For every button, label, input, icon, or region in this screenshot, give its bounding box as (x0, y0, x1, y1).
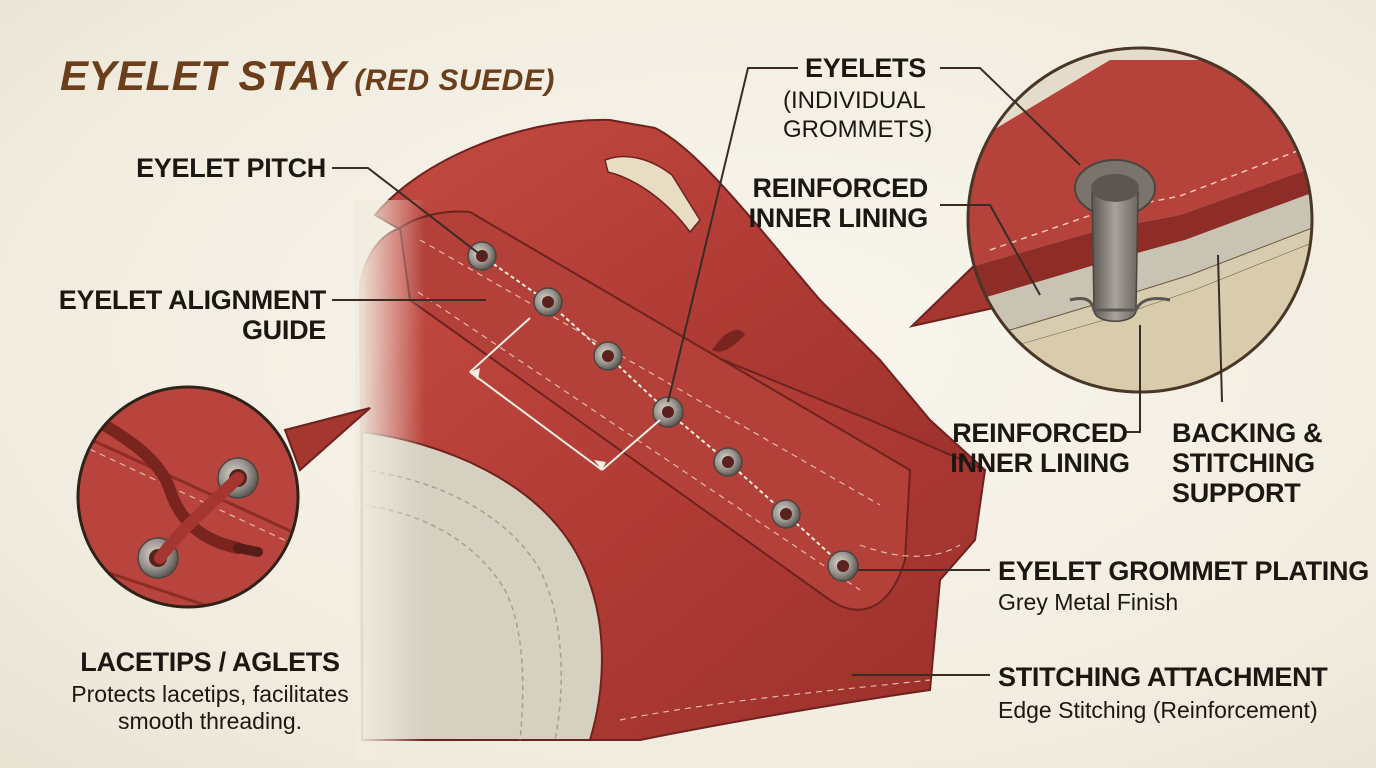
lace-inset (70, 380, 370, 640)
label-lacetips: LACETIPS / AGLETS (60, 647, 360, 677)
label-eyelets-sub-line1: (INDIVIDUAL (783, 87, 926, 114)
label-grommet-plating: EYELET GROMMET PLATING (998, 556, 1369, 586)
title-main: EYELET STAY (60, 52, 346, 99)
label-backing-line1: BACKING & (1172, 418, 1322, 448)
label-eyelets-sub-line2: GROMMETS) (783, 116, 932, 143)
cross-section-inset (912, 40, 1320, 400)
label-backing-line2: STITCHING (1172, 448, 1315, 478)
label-alignment-guide-line1: EYELET ALIGNMENT (40, 285, 326, 315)
label-reinforced-lining-top-line2: INNER LINING (700, 203, 928, 233)
label-lacetips-sub-line1: Protects lacetips, facilitates (40, 681, 380, 708)
label-eyelet-pitch: EYELET PITCH (100, 153, 326, 183)
eyelet-icon (714, 448, 742, 476)
label-reinforced-lining-top-line1: REINFORCED (700, 173, 928, 203)
label-grommet-plating-sub: Grey Metal Finish (998, 589, 1178, 616)
label-stitching-attachment: STITCHING ATTACHMENT (998, 662, 1327, 692)
diagram-title: EYELET STAY(RED SUEDE) (60, 52, 555, 100)
label-reinforced-lining-bottom-line2: INNER LINING (940, 448, 1140, 478)
label-backing-line3: SUPPORT (1172, 478, 1300, 508)
label-eyelets: EYELETS (805, 53, 926, 83)
eyelet-icon (534, 288, 562, 316)
aglet-icon (238, 548, 258, 552)
eyelet-icon (594, 342, 622, 370)
label-reinforced-lining-bottom-line1: REINFORCED (940, 418, 1140, 448)
title-sub: (RED SUEDE) (354, 64, 555, 97)
eyelet-icon (828, 551, 858, 581)
label-stitching-attachment-sub: Edge Stitching (Reinforcement) (998, 697, 1318, 724)
eyelet-icon (772, 500, 800, 528)
label-alignment-guide-line2: GUIDE (40, 315, 326, 345)
label-lacetips-sub-line2: smooth threading. (40, 708, 380, 735)
